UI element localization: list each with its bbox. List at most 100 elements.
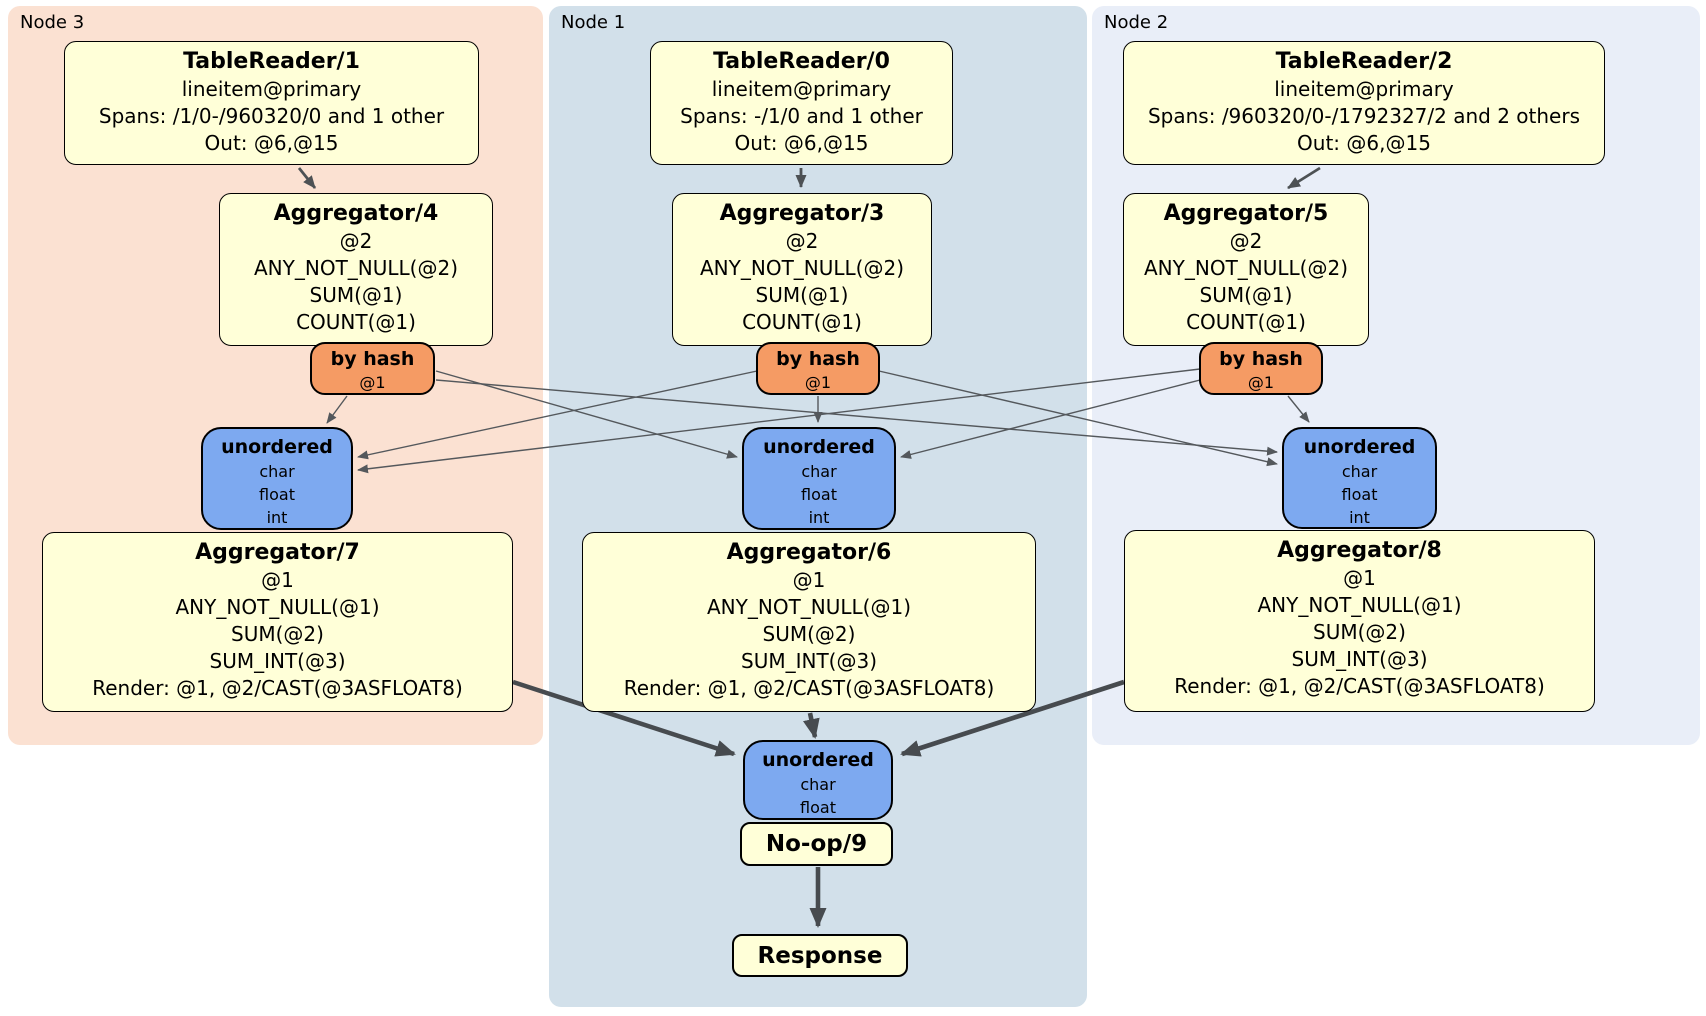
aggregator-7-fn2: SUM(@2) — [231, 622, 324, 646]
edge-hash1-sync2 — [878, 370, 1278, 467]
aggregator-6-fn1: ANY_NOT_NULL(@1) — [707, 595, 911, 619]
hash-distribution-edges — [326, 368, 1310, 474]
sync-final-title: unordered — [762, 749, 874, 771]
aggregator-5-box: Aggregator/5 @2 ANY_NOT_NULL(@2) SUM(@1)… — [1123, 193, 1369, 346]
edge-hash2-sync2 — [1287, 395, 1310, 423]
aggregator-7-box: Aggregator/7 @1 ANY_NOT_NULL(@1) SUM(@2)… — [42, 532, 513, 712]
sync-final: unordered char float — [743, 740, 893, 820]
aggregator-6-fn3: SUM_INT(@3) — [741, 649, 877, 673]
sync-node1-col2: float — [801, 485, 837, 504]
hash-router-node2-title: by hash — [1219, 348, 1303, 370]
aggregator-4-fn2: SUM(@1) — [309, 283, 403, 307]
aggregator-7-render: Render: @1, @2/CAST(@3ASFLOAT8) — [92, 676, 463, 700]
sync-node1-col1: char — [801, 462, 837, 481]
tablereader-2-box: TableReader/2 lineitem@primary Spans: /9… — [1123, 41, 1605, 165]
sync-node2: unordered char float int — [1282, 427, 1437, 529]
hash-router-node2-key: @1 — [1247, 373, 1275, 392]
aggregator-8-box: Aggregator/8 @1 ANY_NOT_NULL(@1) SUM(@2)… — [1124, 530, 1595, 712]
edge-agg8-finalsync — [900, 679, 1125, 757]
tablereader-1-out: Out: @6,@15 — [204, 131, 339, 155]
aggregator-5-fn3: COUNT(@1) — [1186, 310, 1306, 334]
tablereader-1-index: lineitem@primary — [181, 77, 362, 101]
sync-node1: unordered char float int — [742, 427, 896, 530]
hash-router-node3-title: by hash — [330, 348, 415, 370]
edge-agg6-finalsync — [803, 712, 820, 739]
tablereader-2-index: lineitem@primary — [1274, 77, 1454, 101]
tablereader-2-title: TableReader/2 — [1275, 49, 1453, 74]
response-title: Response — [757, 942, 883, 969]
edge-hash3-sync1 — [435, 370, 738, 459]
sync-node2-title: unordered — [1303, 436, 1416, 458]
aggregator-8-fn3: SUM_INT(@3) — [1291, 647, 1428, 671]
node2-label: Node 2 — [1104, 12, 1169, 33]
aggregator-7-group: @1 — [261, 568, 294, 592]
sync-node2-col2: float — [1341, 485, 1378, 504]
tablereader-0-index: lineitem@primary — [711, 77, 892, 101]
tablereader-0-box: TableReader/0 lineitem@primary Spans: -/… — [650, 41, 953, 165]
sync-node1-title: unordered — [763, 436, 875, 458]
aggregator-6-render: Render: @1, @2/CAST(@3ASFLOAT8) — [623, 676, 995, 700]
aggregator-4-fn3: COUNT(@1) — [296, 310, 416, 334]
aggregator-5-group: @2 — [1229, 229, 1263, 253]
final-merge-edges — [512, 679, 1125, 928]
edge-hash2-sync3 — [357, 368, 1201, 474]
hash-router-node1-key: @1 — [804, 373, 832, 392]
aggregator-7-title: Aggregator/7 — [195, 540, 360, 565]
hash-router-node1-title: by hash — [776, 348, 860, 370]
aggregator-8-group: @1 — [1343, 566, 1376, 590]
aggregator-3-fn3: COUNT(@1) — [742, 310, 862, 334]
aggregator-3-group: @2 — [785, 229, 819, 253]
aggregator-3-fn2: SUM(@1) — [755, 283, 849, 307]
aggregator-7-fn1: ANY_NOT_NULL(@1) — [175, 595, 380, 619]
aggregator-8-title: Aggregator/8 — [1277, 538, 1442, 563]
edge-hash1-sync3 — [357, 370, 758, 460]
aggregator-3-box: Aggregator/3 @2 ANY_NOT_NULL(@2) SUM(@1)… — [672, 193, 932, 346]
sync-final-col1: char — [800, 775, 836, 794]
edge-hash2-sync1 — [900, 379, 1201, 459]
aggregator-6-group: @1 — [792, 568, 826, 592]
sync-node3-title: unordered — [221, 436, 333, 458]
edge-agg7-finalsync — [512, 679, 736, 757]
aggregator-3-fn1: ANY_NOT_NULL(@2) — [700, 256, 904, 280]
sync-node3-col3: int — [266, 508, 288, 527]
hash-router-node3: by hash @1 — [310, 342, 435, 395]
sync-node3-col1: char — [259, 462, 295, 481]
aggregator-4-box: Aggregator/4 @2 ANY_NOT_NULL(@2) SUM(@1)… — [219, 193, 493, 346]
edge-tr2-agg5 — [1287, 166, 1321, 190]
sync-node3: unordered char float int — [201, 427, 353, 530]
edge-tr1-agg4 — [297, 167, 317, 189]
sync-final-col2: float — [800, 798, 836, 817]
sync-node1-col3: int — [808, 508, 830, 527]
edge-hash3-sync2 — [435, 379, 1278, 456]
sync-node2-col3: int — [1349, 508, 1370, 527]
aggregator-4-group: @2 — [339, 229, 373, 253]
aggregator-8-fn2: SUM(@2) — [1313, 620, 1406, 644]
tablereader-1-box: TableReader/1 lineitem@primary Spans: /1… — [64, 41, 479, 165]
aggregator-5-fn1: ANY_NOT_NULL(@2) — [1144, 256, 1348, 280]
node3-label: Node 3 — [20, 12, 85, 33]
tablereader-edges — [297, 166, 1321, 190]
aggregator-8-fn1: ANY_NOT_NULL(@1) — [1257, 593, 1462, 617]
aggregator-4-fn1: ANY_NOT_NULL(@2) — [254, 256, 458, 280]
tablereader-0-spans: Spans: -/1/0 and 1 other — [680, 104, 923, 128]
hash-router-node2: by hash @1 — [1199, 342, 1323, 395]
aggregator-4-title: Aggregator/4 — [273, 201, 439, 226]
tablereader-2-out: Out: @6,@15 — [1297, 131, 1431, 155]
aggregator-3-title: Aggregator/3 — [719, 201, 885, 226]
aggregator-7-fn3: SUM_INT(@3) — [209, 649, 346, 673]
aggregator-6-title: Aggregator/6 — [726, 540, 892, 565]
tablereader-0-title: TableReader/0 — [713, 49, 890, 74]
noop-title: No-op/9 — [765, 831, 868, 857]
edge-hash3-sync3 — [326, 395, 348, 424]
hash-router-node3-key: @1 — [359, 373, 386, 392]
node1-label: Node 1 — [561, 12, 626, 33]
sync-node2-col1: char — [1341, 462, 1378, 481]
noop-box: No-op/9 — [740, 822, 893, 866]
tablereader-1-title: TableReader/1 — [183, 49, 360, 74]
aggregator-5-fn2: SUM(@1) — [1199, 283, 1293, 307]
aggregator-6-fn2: SUM(@2) — [762, 622, 856, 646]
tablereader-1-spans: Spans: /1/0-/960320/0 and 1 other — [98, 104, 445, 128]
aggregator-6-box: Aggregator/6 @1 ANY_NOT_NULL(@1) SUM(@2)… — [582, 532, 1036, 712]
